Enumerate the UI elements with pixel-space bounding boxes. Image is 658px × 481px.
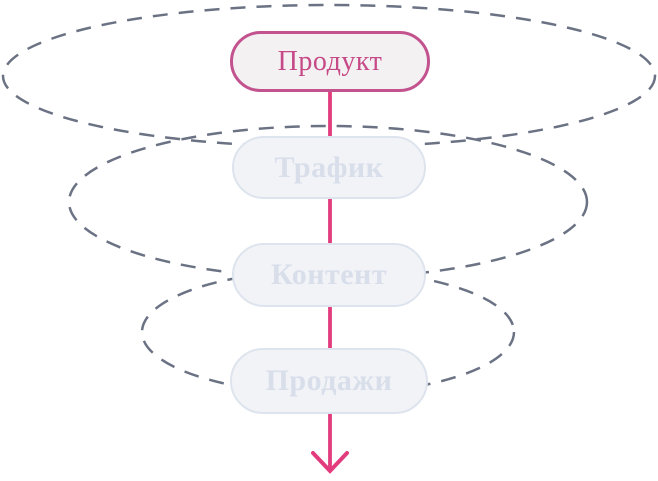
funnel-node-content: Контент <box>232 243 426 307</box>
funnel-node-sales-label: Продажи <box>265 364 393 397</box>
funnel-node-product-label: Продукт <box>277 45 383 77</box>
arrow-down-icon <box>311 451 349 474</box>
funnel-node-traffic-label: Трафик <box>274 150 384 184</box>
funnel-node-content-label: Контент <box>270 258 388 291</box>
funnel-node-sales: Продажи <box>230 348 428 414</box>
funnel-node-traffic: Трафик <box>232 136 426 199</box>
funnel-node-product: Продукт <box>230 31 430 92</box>
funnel-ring-bottom <box>140 268 516 396</box>
funnel-ring-middle <box>67 124 589 280</box>
